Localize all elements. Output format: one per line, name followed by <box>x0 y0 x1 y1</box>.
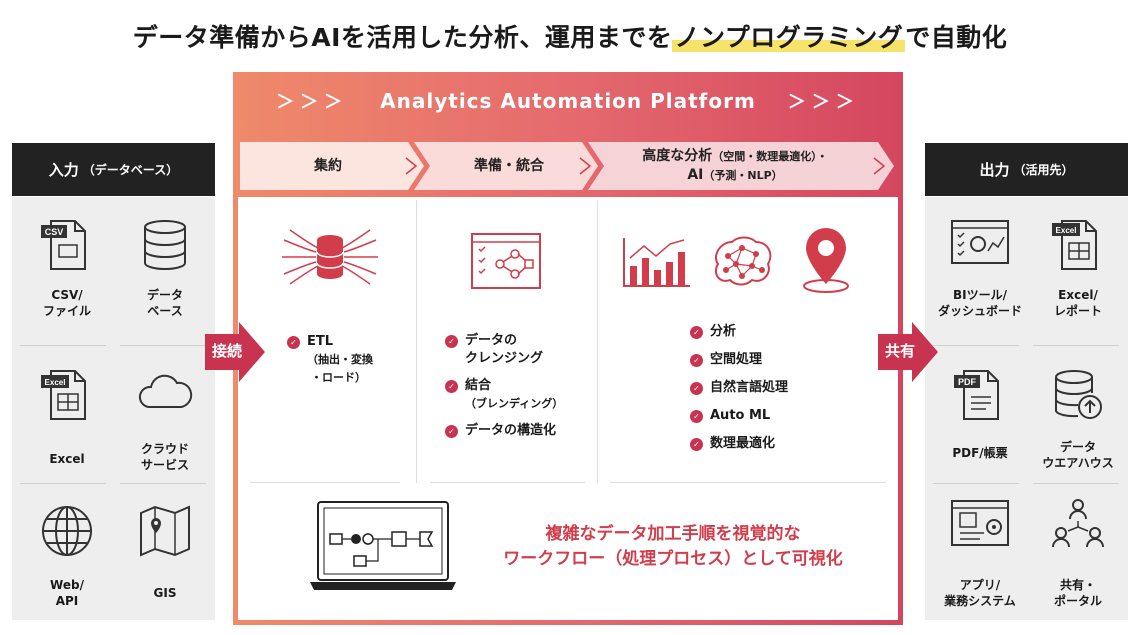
bullet-cleansing: ✓ データのクレンジング <box>445 332 595 368</box>
stage-arrow-2 <box>414 142 598 190</box>
laptop-workflow-icon <box>310 501 456 590</box>
output-item-label: アプリ/ 業務システム <box>944 578 1016 608</box>
check-icon: ✓ <box>690 354 703 367</box>
share-label: 共有 <box>885 342 916 360</box>
share-portal-icon <box>1052 499 1104 548</box>
output-item-data-warehouse: データ ウエアハウス <box>1028 365 1128 471</box>
bullet-blending: ✓ 結合（ブレンディング） <box>445 377 595 413</box>
bullet-etl: ✓ ETL（抽出・変換・ロード） <box>287 333 412 387</box>
output-item-excel-report: Excel Excel/ レポート <box>1028 215 1128 319</box>
output-item-label: 共有・ ポータル <box>1053 578 1102 608</box>
check-icon: ✓ <box>445 380 458 393</box>
platform-body <box>238 197 898 620</box>
input-item-label: GIS <box>153 586 177 600</box>
output-item-app-system: アプリ/ 業務システム <box>930 497 1030 609</box>
chevrons-left-icon: ＞＞＞ <box>276 92 349 113</box>
bullet-spatial: ✓空間処理 <box>690 351 870 369</box>
input-item-label: クラウド サービス <box>140 442 189 472</box>
etl-icon <box>282 229 378 285</box>
input-item-database: データ ベース <box>115 215 215 319</box>
input-item-csv: CSV CSV/ ファイル <box>17 215 117 319</box>
bullet-nlp: ✓自然言語処理 <box>690 379 870 397</box>
app-system-icon <box>951 500 1009 546</box>
platform-title: ＞＞＞ Analytics Automation Platform ＞＞＞ <box>233 88 903 114</box>
check-icon: ✓ <box>690 382 703 395</box>
cloud-icon <box>139 374 193 408</box>
output-item-label: データ ウエアハウス <box>1042 440 1114 470</box>
output-heading-small: （活用先） <box>1013 163 1074 177</box>
input-item-gis: GIS <box>115 501 215 601</box>
database-icon <box>144 220 186 270</box>
output-item-label: BIツール/ ダッシュボード <box>937 288 1022 318</box>
output-item-label: Excel/ レポート <box>1053 288 1102 318</box>
check-icon: ✓ <box>690 326 703 339</box>
prepare-bullets: ✓ データのクレンジング ✓ 結合（ブレンディング） ✓ データの構造化 <box>445 332 595 449</box>
output-item-bi-dashboard: BIツール/ ダッシュボード <box>930 215 1030 319</box>
workflow-caption: 複雑なデータ加工手順を視覚的な ワークフロー（処理プロセス）として可視化 <box>503 524 843 569</box>
stage-aggregate: 集約 <box>314 157 342 174</box>
stage-arrow-1 <box>240 142 424 190</box>
analytics-bullets: ✓分析 ✓空間処理 ✓自然言語処理 ✓Auto ML ✓数理最適化 <box>690 323 870 463</box>
page-title: データ準備からAIを活用した分析、運用までをノンプログラミングで自動化 <box>0 18 1140 54</box>
title-prefix: データ準備からAIを活用した分析、運用までを <box>132 23 673 52</box>
output-panel-heading: 出力（活用先） <box>925 143 1128 196</box>
input-panel-heading: 入力（データベース） <box>12 143 215 196</box>
svg-text:Excel: Excel <box>45 378 66 387</box>
stage-advanced-analytics: 高度な分析（空間・数理最適化）・ AI（予測・NLP） <box>642 148 828 183</box>
output-item-label: PDF/帳票 <box>952 446 1008 460</box>
data-warehouse-icon <box>1055 370 1102 419</box>
title-highlight: ノンプログラミング <box>672 23 906 52</box>
check-icon: ✓ <box>690 410 703 423</box>
bar-chart-icon <box>623 238 690 287</box>
svg-text:PDF: PDF <box>958 377 977 387</box>
input-item-label: Excel <box>49 452 85 466</box>
svg-text:CSV: CSV <box>45 227 64 237</box>
input-item-label: Web/ API <box>50 578 84 608</box>
stage-arrows <box>240 142 894 190</box>
stage-prepare: 準備・統合 <box>474 157 544 174</box>
check-icon: ✓ <box>445 425 458 438</box>
input-panel: CSV CSV/ ファイル データ ベース Excel Excel クラウド サ… <box>12 197 215 620</box>
map-icon <box>140 505 190 557</box>
globe-icon <box>42 506 92 556</box>
check-icon: ✓ <box>445 335 458 348</box>
aggregate-bullets: ✓ ETL（抽出・変換・ロード） <box>287 333 412 396</box>
bullet-structuring: ✓ データの構造化 <box>445 422 595 440</box>
ai-brain-icon <box>714 236 772 286</box>
stage-chevron-icons <box>405 157 886 175</box>
bullet-automl: ✓Auto ML <box>690 407 870 425</box>
input-item-web-api: Web/ API <box>17 501 117 609</box>
output-panel: BIツール/ ダッシュボード Excel Excel/ レポート PDF PDF… <box>925 197 1128 620</box>
dashboard-icon <box>951 220 1009 264</box>
workflow-board-icon <box>471 233 541 289</box>
input-item-cloud: クラウド サービス <box>115 365 215 473</box>
bullet-analysis: ✓分析 <box>690 323 870 341</box>
input-item-label: データ ベース <box>146 288 183 318</box>
chevrons-right-icon: ＞＞＞ <box>787 92 860 113</box>
svg-text:Excel: Excel <box>1056 226 1077 235</box>
output-item-share-portal: 共有・ ポータル <box>1028 497 1128 609</box>
excel-file-icon: Excel <box>41 370 86 420</box>
location-pin-icon <box>803 228 849 293</box>
output-item-pdf: PDF PDF/帳票 <box>930 365 1030 461</box>
connect-arrow-icon <box>205 322 265 382</box>
pdf-file-icon: PDF <box>954 370 999 420</box>
title-suffix: で自動化 <box>905 23 1008 52</box>
check-icon: ✓ <box>690 438 703 451</box>
excel-report-icon: Excel <box>1052 220 1097 270</box>
input-heading-small: （データベース） <box>82 163 179 177</box>
input-item-excel: Excel Excel <box>17 365 117 467</box>
csv-file-icon: CSV <box>41 220 86 270</box>
connect-label: 接続 <box>212 342 243 360</box>
stage-arrow-3 <box>588 142 894 190</box>
share-arrow-icon <box>878 322 938 382</box>
input-item-label: CSV/ ファイル <box>42 288 91 318</box>
input-heading-text: 入力 <box>48 161 79 179</box>
output-heading-text: 出力 <box>979 161 1010 179</box>
bullet-optimization: ✓数理最適化 <box>690 435 870 453</box>
platform-title-text: Analytics Automation Platform <box>380 89 756 113</box>
check-icon: ✓ <box>287 336 300 349</box>
